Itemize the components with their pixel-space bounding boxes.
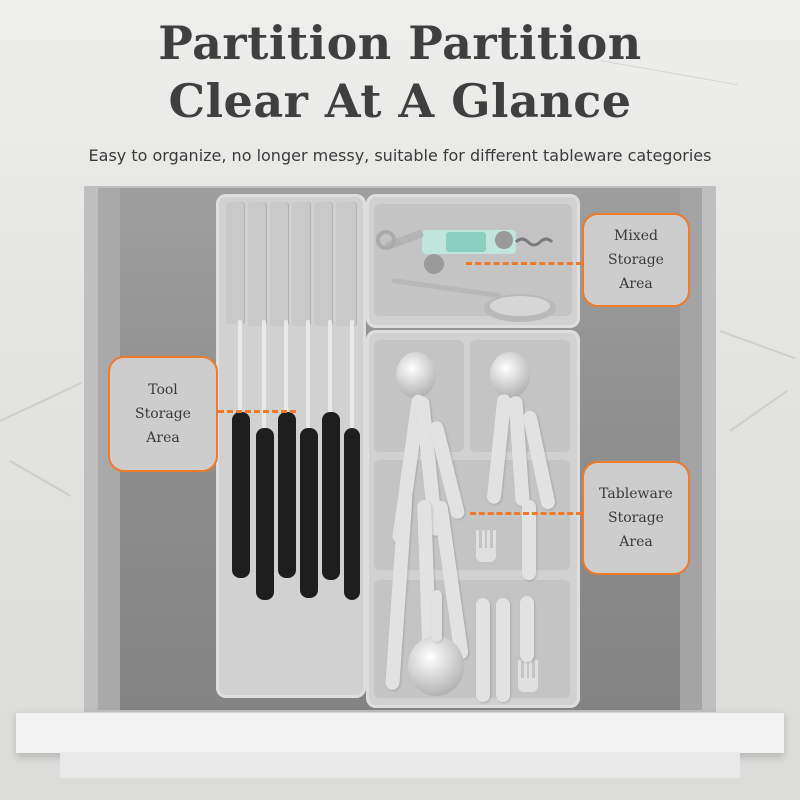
fork-handle (520, 596, 534, 662)
tableware-callout-line1: Tableware (599, 486, 673, 502)
tableware-leader-line (470, 512, 582, 515)
mixed-callout-line2: Storage (608, 252, 664, 268)
title-line-2: Clear At A Glance (168, 74, 632, 128)
knife-block-slot (270, 202, 288, 326)
knife-icon (322, 412, 340, 580)
spoon-icon (490, 352, 530, 398)
knife-icon (256, 428, 274, 600)
drawer-right-wall (680, 188, 702, 710)
tableware-callout-line2: Storage (608, 510, 664, 526)
knife-blade (306, 320, 310, 430)
corkscrew-icon (376, 230, 554, 274)
knife-icon (300, 428, 318, 598)
knife-blade (262, 320, 266, 430)
tableware-storage-callout: Tableware Storage Area (582, 461, 690, 575)
drawer-rail (60, 752, 740, 778)
fork-icon (518, 660, 538, 692)
knife-block-slot (226, 202, 244, 324)
spoon-icon (396, 352, 436, 398)
spoon-icon (408, 636, 464, 696)
tool-callout-line1: Tool (148, 382, 178, 398)
knife-block-slot (248, 202, 266, 326)
knife-block-slot (336, 202, 356, 326)
mixed-storage-callout: Mixed Storage Area (582, 213, 690, 307)
knife-blade (284, 320, 288, 420)
knife-icon (278, 412, 296, 578)
title-line-1: Partition Partition (158, 16, 642, 70)
tool-leader-line (218, 410, 296, 413)
marble-vein (729, 390, 788, 432)
knife-block-slot (314, 202, 332, 326)
marble-vein (719, 330, 796, 360)
knife-blade (350, 320, 354, 430)
knife-block-slot (292, 202, 310, 326)
tool-callout-line3: Area (146, 430, 180, 446)
strainer-icon (392, 278, 556, 322)
knife-icon (344, 428, 360, 600)
fork-handle (522, 500, 536, 580)
tool-callout-line2: Storage (135, 406, 191, 422)
fork-icon (476, 530, 496, 562)
marble-vein (0, 382, 82, 422)
knife-blade (328, 320, 332, 420)
knife-blade (238, 320, 242, 420)
mixed-callout-line1: Mixed (614, 228, 658, 244)
mixed-leader-line (466, 262, 582, 265)
drawer-front (16, 712, 784, 753)
knife-handle-light (476, 598, 490, 702)
spoon-handle (432, 590, 442, 642)
marble-vein (9, 460, 72, 497)
mixed-callout-line3: Area (619, 276, 653, 292)
knife-icon (232, 412, 250, 578)
page-subtitle: Easy to organize, no longer messy, suita… (88, 146, 712, 165)
tableware-callout-line3: Area (619, 534, 653, 550)
knife-handle-light (496, 598, 510, 702)
tool-storage-callout: Tool Storage Area (108, 356, 218, 472)
page-title: Partition Partition Clear At A Glance (0, 14, 800, 130)
